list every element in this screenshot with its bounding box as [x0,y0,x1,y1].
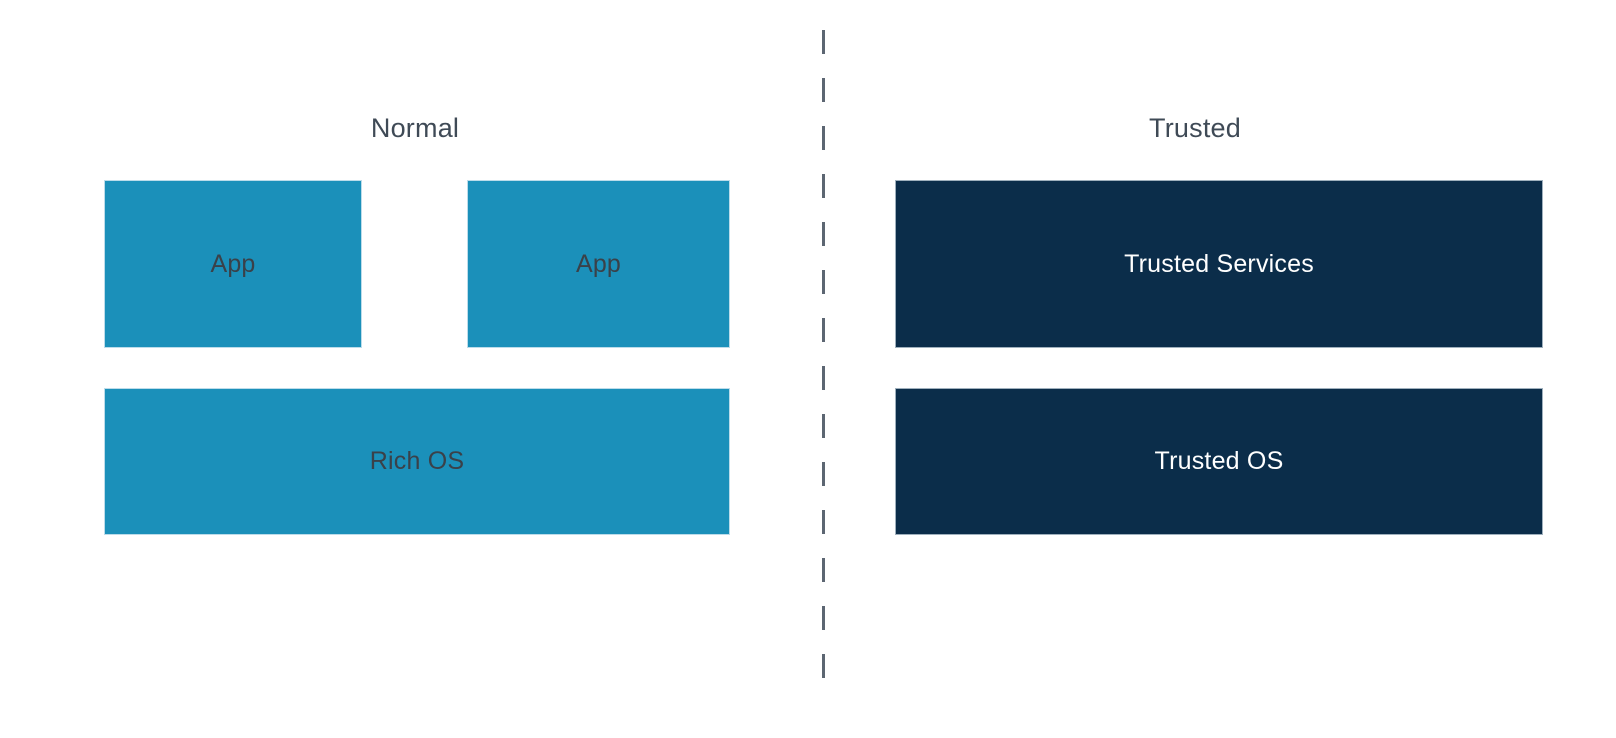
world-separator-dashed-line [822,30,825,690]
block-app-2: App [467,180,730,348]
block-rich-os: Rich OS [104,388,730,535]
block-trusted-os: Trusted OS [895,388,1543,535]
column-title-trusted: Trusted [1149,113,1241,143]
column-title-normal: Normal [370,113,460,143]
block-app-1: App [104,180,362,348]
block-trusted-services: Trusted Services [895,180,1543,348]
